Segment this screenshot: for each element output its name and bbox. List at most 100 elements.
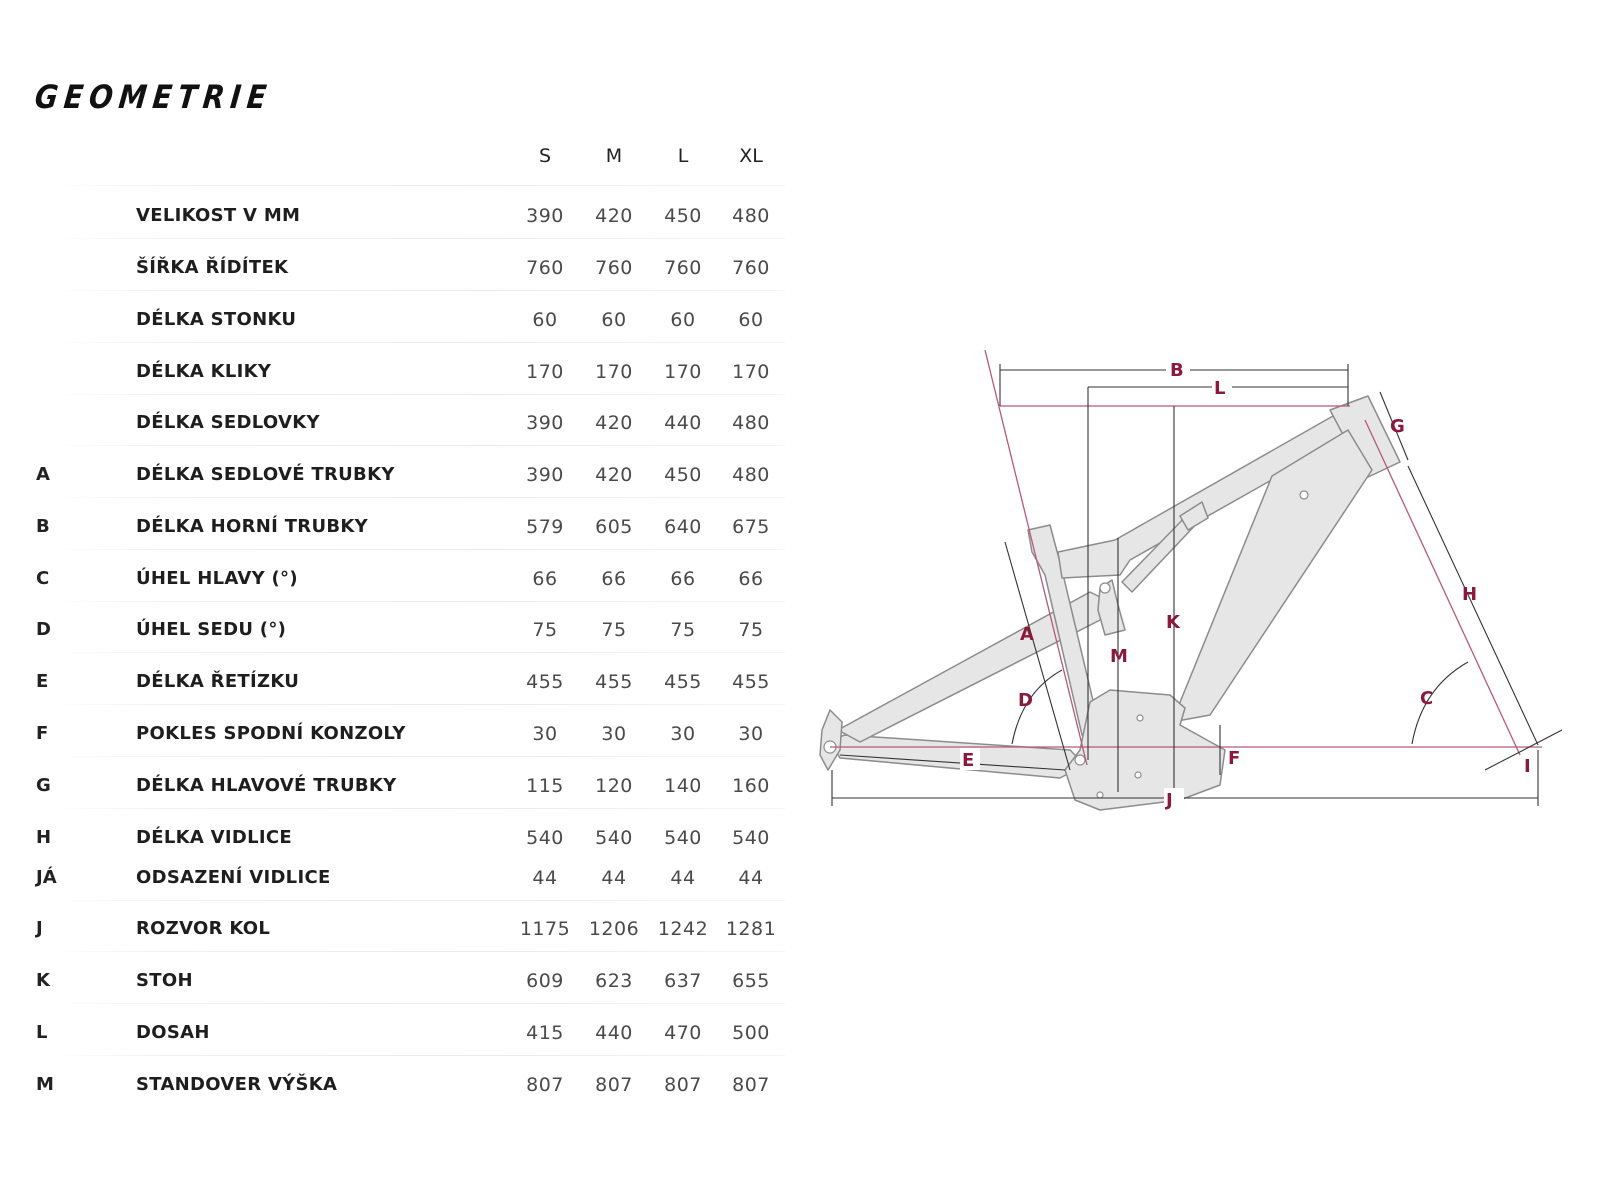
row-label: DÉLKA KLIKY (136, 361, 272, 382)
top-tube-shape (1057, 411, 1361, 579)
row-value: 455 (732, 671, 770, 693)
label-h: H (1462, 584, 1477, 605)
row-value: 450 (664, 205, 702, 227)
row-code: G (36, 775, 51, 796)
dim-h-line (1407, 465, 1539, 746)
label-a: A (1020, 624, 1034, 645)
row-value: 1281 (725, 918, 777, 940)
row-value: 170 (664, 361, 702, 383)
row-value: 540 (732, 827, 770, 849)
table-divider (50, 238, 785, 239)
row-code: E (36, 671, 49, 692)
row-label: DÉLKA STONKU (136, 309, 297, 330)
dimension-labels: B L G H K M A D C E F I J (960, 358, 1531, 811)
label-b-bg (1166, 358, 1190, 380)
row-code: C (36, 568, 50, 589)
row-label: VELIKOST V MM (136, 205, 301, 226)
row-value: 420 (595, 205, 633, 227)
row-label: ŠÍŘKA ŘÍDÍTEK (136, 257, 289, 278)
table-divider (50, 808, 785, 809)
row-label: DOSAH (136, 1022, 210, 1043)
row-value: 170 (595, 361, 633, 383)
table-row: DÉLKA KLIKY 170 170 170 170 (0, 353, 800, 393)
dim-c-arc (1411, 661, 1469, 745)
row-value: 60 (670, 309, 696, 331)
row-value: 807 (526, 1074, 564, 1096)
table-divider (50, 1055, 785, 1056)
row-label: DÉLKA SEDLOVÉ TRUBKY (136, 464, 395, 485)
row-value: 66 (601, 568, 627, 590)
table-divider (50, 185, 785, 186)
label-g: G (1390, 416, 1405, 437)
row-value: 455 (526, 671, 564, 693)
row-value: 420 (595, 464, 633, 486)
frame-geometry-svg: B L G H K M A D C E F I J (819, 349, 1563, 811)
bike-frame (819, 395, 1401, 811)
dim-a-line (1004, 541, 1071, 771)
row-value: 30 (738, 723, 764, 745)
row-value: 1175 (519, 918, 571, 940)
row-code: B (36, 516, 50, 537)
dim-d-arc (1011, 669, 1063, 745)
row-value: 60 (532, 309, 558, 331)
row-label: STOH (136, 970, 193, 991)
row-value: 140 (664, 775, 702, 797)
row-code: M (36, 1074, 54, 1095)
dim-i-line (1484, 729, 1563, 771)
row-value: 807 (664, 1074, 702, 1096)
table-divider (50, 445, 785, 446)
bottom-bracket (1074, 754, 1086, 766)
table-divider (50, 342, 785, 343)
row-value: 160 (732, 775, 770, 797)
table-row: DÉLKA STONKU 60 60 60 60 (0, 301, 800, 341)
row-code: F (36, 723, 49, 744)
row-value: 170 (526, 361, 564, 383)
row-value: 440 (595, 1022, 633, 1044)
dim-g-line (1379, 391, 1409, 461)
row-value: 390 (526, 464, 564, 486)
row-value: 390 (526, 205, 564, 227)
row-label: STANDOVER VÝŠKA (136, 1074, 338, 1095)
table-divider (50, 549, 785, 550)
row-value: 60 (601, 309, 627, 331)
row-value: 415 (526, 1022, 564, 1044)
row-value: 60 (738, 309, 764, 331)
size-header-s: S (538, 145, 552, 167)
row-value: 500 (732, 1022, 770, 1044)
row-value: 807 (732, 1074, 770, 1096)
seat-angle-line (984, 349, 1088, 766)
row-value: 623 (595, 970, 633, 992)
row-value: 640 (664, 516, 702, 538)
table-divider (50, 704, 785, 705)
row-code: H (36, 827, 52, 848)
size-header-l: L (677, 145, 689, 167)
row-value: 75 (601, 619, 627, 641)
row-value: 120 (595, 775, 633, 797)
table-divider (50, 1003, 785, 1004)
row-label: ÚHEL SEDU (°) (136, 619, 287, 640)
label-b: B (1170, 360, 1184, 381)
label-f: F (1228, 748, 1240, 769)
row-value: 44 (738, 867, 764, 889)
row-value: 807 (595, 1074, 633, 1096)
label-j-bg (1164, 788, 1184, 810)
row-value: 609 (526, 970, 564, 992)
table-divider (50, 601, 785, 602)
row-value: 75 (738, 619, 764, 641)
row-value: 450 (664, 464, 702, 486)
row-value: 455 (595, 671, 633, 693)
row-value: 760 (526, 257, 564, 279)
frame-geometry-diagram: B L G H K M A D C E F I J (800, 330, 1600, 850)
row-value: 760 (664, 257, 702, 279)
row-value: 480 (732, 412, 770, 434)
row-code: L (36, 1022, 48, 1043)
row-value: 170 (732, 361, 770, 383)
